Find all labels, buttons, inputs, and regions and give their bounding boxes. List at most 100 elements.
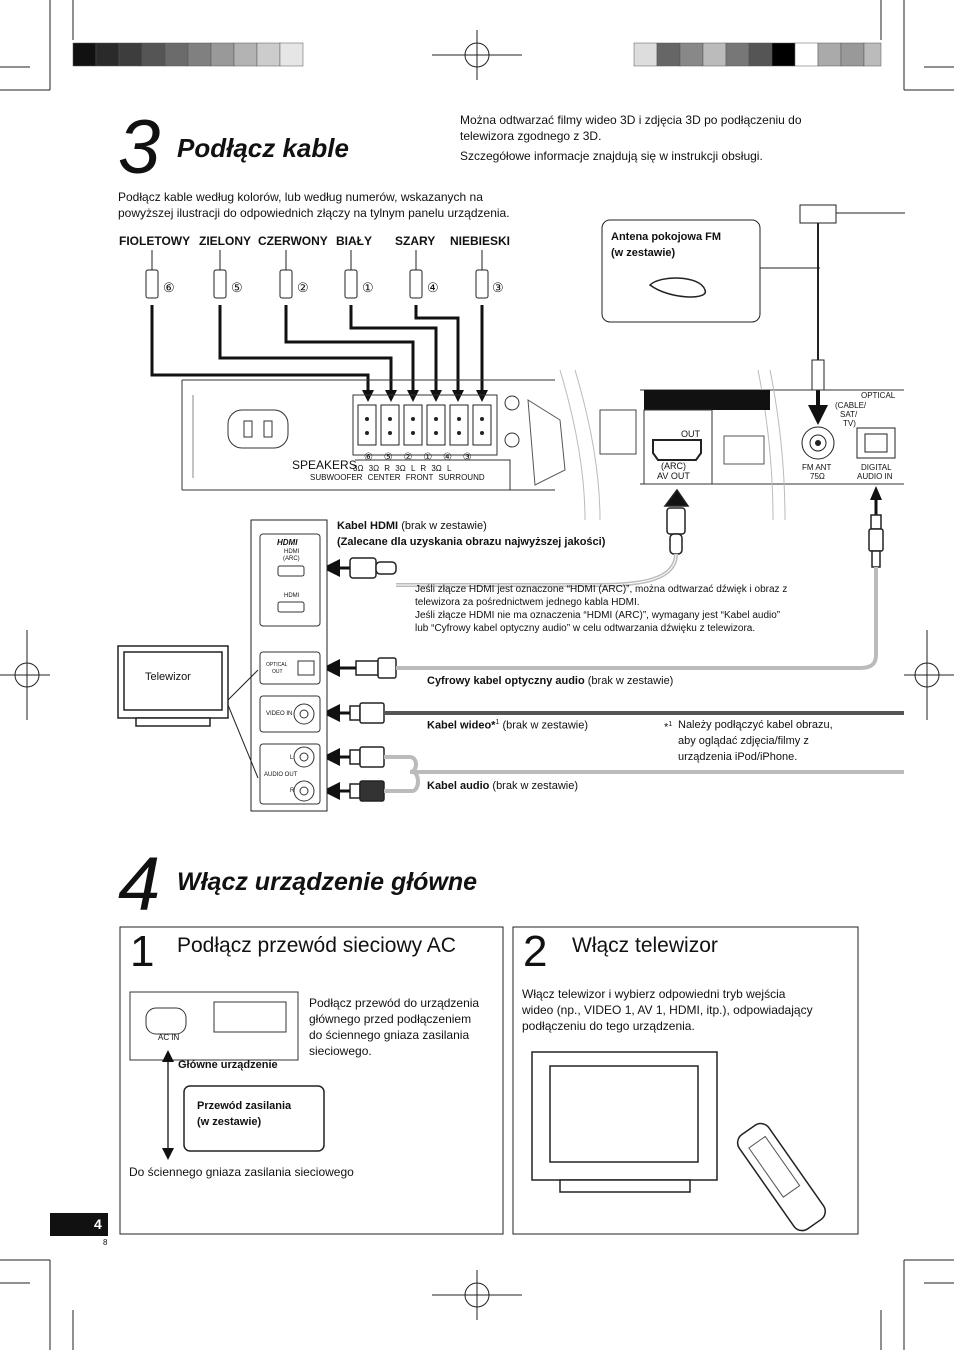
- tv-label: Telewizor: [145, 671, 191, 683]
- step4-number: 4: [118, 842, 161, 927]
- hdmi-cable-label: Kabel HDMI (brak w zestawie): [337, 519, 487, 533]
- arc-note-4: lub “Cyfrowy kabel optyczny audio” w cel…: [415, 623, 756, 634]
- box2-text-2: wideo (np., VIDEO 1, AV 1, HDMI, itp.), …: [522, 1003, 813, 1017]
- antenna-label-2: (w zestawie): [611, 247, 676, 259]
- optical-label: OPTICAL: [861, 391, 896, 400]
- box2-text-3: podłączeniu do tego urządzenia.: [522, 1019, 695, 1033]
- hdmi-port-label: OUT: [681, 429, 700, 439]
- audio-cable-bold: Kabel audio: [427, 780, 490, 792]
- intro-3d-2: telewizora zgodnego z 3D.: [460, 129, 602, 143]
- footnote-sup: 1: [668, 721, 673, 728]
- plug-number: ⑥: [163, 280, 175, 295]
- color-label: BIAŁY: [336, 234, 372, 248]
- hdmi-cable-bold: Kabel HDMI: [337, 520, 399, 532]
- instr-1: Podłącz kable według kolorów, lub według…: [118, 190, 483, 204]
- color-label: ZIELONY: [199, 234, 252, 248]
- speaker-terminals: [357, 404, 492, 446]
- box2-title: Włącz telewizor: [572, 934, 718, 957]
- cord-label-1: Przewód zasilania: [197, 1100, 292, 1112]
- audio-cable-rest: (brak w zestawie): [492, 780, 578, 792]
- digital-label: AUDIO IN: [857, 472, 893, 481]
- page-number: 4: [94, 1216, 102, 1232]
- color-bar-left: [72, 42, 304, 67]
- hdmi-band: [644, 390, 770, 410]
- plug-number: ①: [362, 280, 374, 295]
- box1-number: 1: [130, 927, 155, 976]
- step3-title: Podłącz kable: [177, 133, 349, 163]
- box1-text-4: sieciowego.: [309, 1044, 372, 1058]
- hdmi-cable: [349, 488, 690, 579]
- wall-label: Do ściennego gniaza zasilania sieciowego: [129, 1165, 354, 1179]
- tv-video-in: VIDEO IN: [266, 711, 293, 717]
- step4-box-2: [512, 926, 859, 1235]
- fm-label: FM ANT: [802, 463, 832, 472]
- page-number-box: [50, 1213, 108, 1236]
- step3-number: 3: [118, 105, 161, 190]
- box2-text-1: Włącz telewizor i wybierz odpowiedni try…: [522, 987, 786, 1001]
- plug-number: ④: [427, 280, 439, 295]
- fm-label: 75Ω: [810, 472, 825, 481]
- color-label: FIOLETOWY: [119, 234, 191, 248]
- color-bar-right: [633, 42, 882, 67]
- speaker-nums: ⑥ ⑤ ② ① ④ ③: [364, 452, 472, 463]
- plug-number: ③: [492, 280, 504, 295]
- color-label: CZERWONY: [258, 234, 328, 248]
- optical-cable-rest: (brak w zestawie): [587, 675, 674, 687]
- speaker-wires: [150, 305, 484, 395]
- tv-icon: [117, 645, 229, 727]
- registration-targets: [0, 30, 954, 1320]
- intro-3d-3: Szczegółowe informacje znajdują się w in…: [460, 149, 763, 163]
- antenna-label-1: Antena pokojowa FM: [611, 231, 721, 243]
- plug-number: ②: [297, 280, 309, 295]
- page-subnumber: 8: [103, 1238, 108, 1247]
- optical-label: (CABLE/: [835, 401, 867, 410]
- video-cable-sup: 1: [495, 719, 500, 726]
- ohm-row: 3Ω 3Ω R 3Ω L R 3Ω L: [353, 464, 452, 473]
- hdmi-port-label: AV OUT: [657, 471, 690, 481]
- main-unit-panel: [181, 369, 904, 521]
- optical-label: TV): [843, 419, 856, 428]
- tv-optical: OUT: [272, 669, 283, 675]
- optical-cable: [355, 514, 884, 679]
- box2-number: 2: [523, 927, 548, 976]
- tv-hdmi-2: HDMI: [284, 593, 300, 599]
- intro-3d-1: Można odtwarzać filmy wideo 3D i zdjęcia…: [460, 113, 802, 127]
- optical-cable-label: Cyfrowy kabel optyczny audio (brak w zes…: [427, 674, 673, 688]
- arc-note-2: telewizora za pośrednictwem jednego kabl…: [415, 597, 640, 608]
- color-label: NIEBIESKI: [450, 234, 511, 248]
- speaker-groups: SUBWOOFER CENTER FRONT SURROUND: [310, 473, 485, 482]
- footnote-2: aby oglądać zdjęcia/filmy z: [678, 735, 809, 747]
- arc-note-3: Jeśli złącze HDMI nie ma oznaczenia “HDM…: [415, 610, 781, 621]
- video-cable-label: Kabel wideo*1 (brak w zestawie): [427, 716, 588, 733]
- audio-cable: [349, 746, 385, 802]
- wire-arrowheads: [362, 390, 488, 402]
- tv-audio-out: AUDIO OUT: [264, 772, 298, 778]
- big-tv: [531, 1051, 718, 1193]
- step4-title: Włącz urządzenie główne: [177, 868, 478, 896]
- tv-optical: OPTICAL: [266, 662, 288, 668]
- color-label: SZARY: [395, 234, 436, 248]
- tv-audio-r: R: [290, 788, 295, 794]
- step4-box-1: [119, 926, 504, 1235]
- ac-in-label: AC IN: [158, 1033, 180, 1042]
- digital-label: DIGITAL: [861, 463, 892, 472]
- speakers-label: SPEAKERS: [292, 458, 357, 472]
- cord-label-2: (w zestawie): [197, 1116, 262, 1128]
- tv-hdmi-logo: HDMI: [277, 538, 298, 547]
- box1-text-1: Podłącz przewód do urządzenia: [309, 996, 480, 1010]
- video-cable-rest: (brak w zestawie): [502, 719, 589, 732]
- tv-audio-l: L: [290, 755, 294, 761]
- footnote-mark: *1: [664, 718, 672, 735]
- antenna-box: [601, 219, 761, 323]
- remote-icon: [736, 1122, 826, 1232]
- terminal-dots: [365, 417, 484, 435]
- tv-hdmi-arc: (ARC): [283, 556, 300, 562]
- footnote-1: Należy podłączyć kabel obrazu,: [678, 719, 833, 731]
- tv-hdmi-arc: HDMI: [284, 549, 300, 555]
- video-cable: [349, 702, 385, 724]
- footnote-star: *: [664, 721, 669, 734]
- footnote-3: urządzenia iPod/iPhone.: [678, 751, 798, 763]
- plug-number: ⑤: [231, 280, 243, 295]
- box1-title: Podłącz przewód sieciowy AC: [177, 934, 456, 957]
- main-unit-label: Główne urządzenie: [178, 1059, 278, 1071]
